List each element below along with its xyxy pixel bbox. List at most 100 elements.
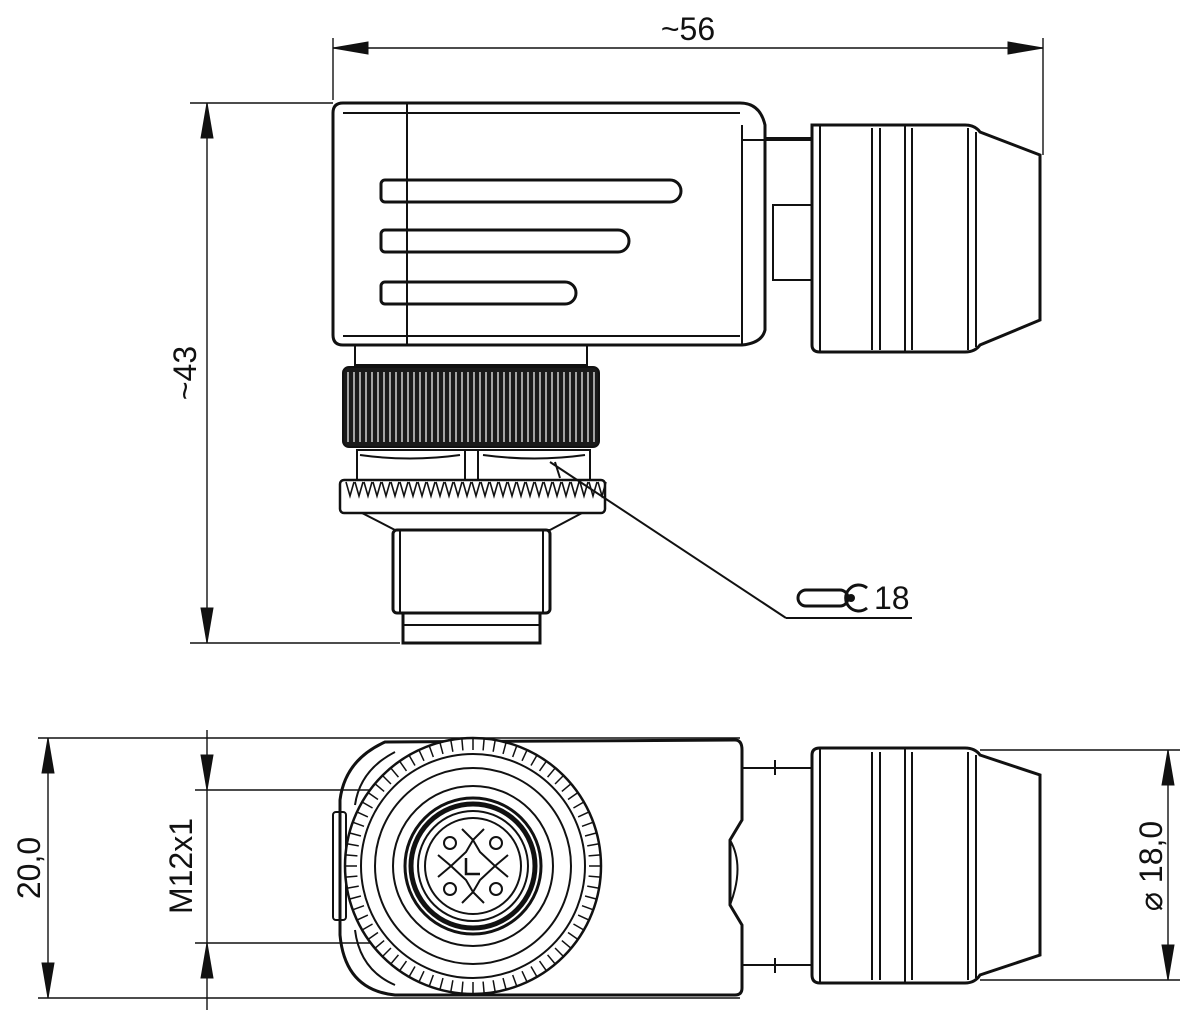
end-serration-tooth	[428, 974, 435, 987]
end-serration-tooth	[374, 783, 385, 793]
end-serration-tooth	[554, 947, 565, 958]
serration-tooth	[435, 481, 445, 499]
end-serration-tooth	[346, 885, 359, 889]
serration-tooth	[444, 481, 454, 499]
end-serration-tooth	[561, 783, 572, 793]
diameter-label: 18,0	[1133, 821, 1169, 883]
serration-tooth	[399, 481, 409, 499]
cable-gland-side	[742, 123, 1042, 354]
end-serration-tooth	[461, 981, 464, 994]
end-serration-tooth	[588, 875, 601, 878]
end-view: 20,0 M12x1	[11, 730, 1180, 1010]
serration-tooth	[534, 481, 544, 499]
end-serration-tooth	[361, 923, 373, 931]
end-serration-tooth	[546, 954, 556, 965]
end-serration-tooth	[530, 966, 538, 978]
serration-tooth	[363, 481, 373, 499]
end-serration-tooth	[361, 801, 373, 809]
contact-pin-2	[489, 836, 503, 850]
height-overall-label: ~43	[167, 346, 203, 400]
serration-tooth	[480, 481, 490, 499]
end-serration-tooth	[482, 738, 485, 751]
end-serration-tooth	[492, 739, 496, 752]
serration-tooth	[408, 481, 418, 499]
end-serration-tooth	[381, 774, 392, 785]
serration-tooth	[570, 481, 580, 499]
end-serration-tooth	[577, 811, 590, 818]
end-serration-tooth	[439, 977, 444, 990]
end-serration-tooth	[345, 854, 358, 857]
end-serration-tooth	[584, 832, 597, 837]
end-serration-tooth	[408, 754, 416, 766]
end-serration-tooth	[502, 977, 507, 990]
dimension-width-bottom: 20,0	[11, 737, 740, 999]
serration-tooth	[498, 481, 508, 499]
serration-tooth	[372, 481, 382, 499]
connector-neck	[354, 344, 588, 366]
end-serration-tooth	[439, 742, 444, 755]
serration-tooth	[561, 481, 571, 499]
end-serration-tooth	[588, 854, 601, 857]
plug-body	[391, 528, 552, 645]
end-serration-tooth	[587, 843, 600, 847]
end-serration-tooth	[581, 821, 594, 828]
end-serration-tooth	[428, 745, 435, 758]
end-serration-tooth	[418, 970, 425, 983]
dimension-thread: M12x1	[163, 730, 460, 1010]
contact-pin-3	[443, 882, 457, 896]
end-serration-tooth	[538, 960, 548, 972]
wrench-size-label: 18	[874, 580, 910, 616]
end-serration-tooth	[530, 754, 538, 766]
end-serration-tooth	[450, 980, 454, 993]
serration-tooth	[453, 481, 463, 499]
end-serration-tooth	[584, 895, 597, 900]
serration-tooth	[588, 481, 598, 499]
serration-tooth	[390, 481, 400, 499]
end-serration-tooth	[492, 980, 496, 993]
contact-pin-1	[443, 836, 457, 850]
end-serration-tooth	[587, 885, 600, 889]
serration-tooth	[426, 481, 436, 499]
end-serration-tooth	[573, 801, 585, 809]
end-serration-tooth	[374, 939, 385, 949]
hex-section	[356, 449, 591, 481]
serrated-ring	[338, 478, 607, 531]
end-serration-tooth	[511, 974, 518, 987]
grip-slot-1	[379, 178, 683, 204]
serration-tooth	[516, 481, 526, 499]
end-serration-tooth	[482, 981, 485, 994]
end-serration-tooth	[502, 742, 507, 755]
grip-slot-3	[379, 280, 578, 306]
end-serration-tooth	[561, 939, 572, 949]
dimension-width-overall: ~56	[332, 11, 1044, 155]
width-bottom-label: 20,0	[11, 837, 47, 899]
serration-tooth	[462, 481, 472, 499]
cable-gland-end	[810, 746, 1042, 985]
end-serration-tooth	[567, 931, 579, 941]
end-serration-tooth	[356, 914, 369, 921]
end-serration-tooth	[461, 738, 464, 751]
serration-tooth	[489, 481, 499, 499]
end-serration-tooth	[398, 960, 408, 972]
wrench-size-callout: 18	[549, 461, 912, 619]
end-serration-tooth	[367, 931, 379, 941]
serration-tooth	[543, 481, 553, 499]
dimension-diameter: ⌀ 18,0	[980, 749, 1180, 981]
end-serration-tooth	[390, 954, 400, 965]
end-serration-tooth	[511, 745, 518, 758]
serration-tooth	[507, 481, 517, 499]
end-serration-tooth	[573, 923, 585, 931]
housing-body	[331, 101, 767, 347]
end-serration-tooth	[349, 895, 362, 900]
side-view: ~56 ~43	[167, 11, 1044, 645]
end-serration-tooth	[352, 821, 365, 828]
serration-tooth	[552, 481, 562, 499]
thread-label: M12x1	[163, 818, 199, 914]
end-serration-tooth	[567, 791, 579, 801]
serration-tooth	[471, 481, 481, 499]
end-serration-tooth	[418, 749, 425, 762]
diameter-symbol: ⌀	[1133, 892, 1169, 911]
end-serration-tooth	[546, 767, 556, 778]
end-serration-tooth	[521, 970, 528, 983]
